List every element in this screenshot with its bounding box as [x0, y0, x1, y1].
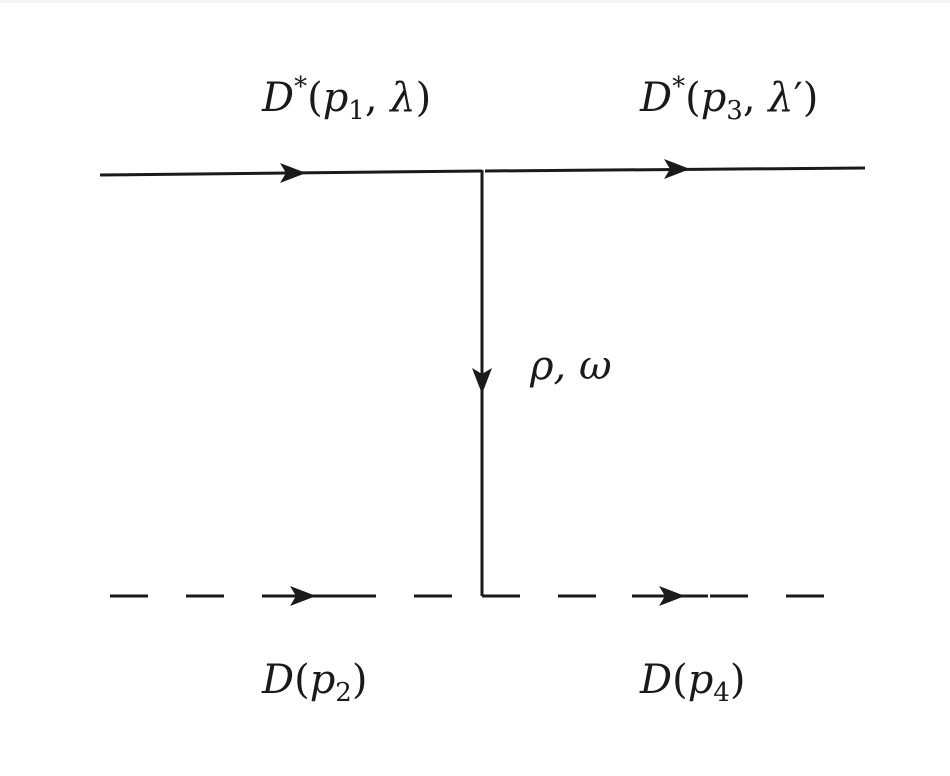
- particle-symbol: D: [262, 75, 295, 121]
- paren-open: (: [307, 75, 323, 121]
- label-outgoing-dstar: D*(p3, λ′): [640, 74, 818, 124]
- momentum-index: 4: [713, 678, 730, 708]
- paren-close: ): [802, 75, 819, 121]
- paren-close: ): [729, 657, 746, 703]
- particle-symbol: D: [262, 657, 295, 703]
- helicity-symbol: λ: [768, 75, 794, 121]
- momentum-index: 2: [335, 678, 352, 708]
- momentum-symbol: p: [700, 75, 727, 121]
- label-outgoing-d: D(p4): [640, 660, 745, 706]
- label-exchange-mesons: ρ, ω: [530, 346, 612, 386]
- momentum-index: 3: [726, 96, 743, 126]
- incoming-dstar-line: [99, 163, 483, 183]
- paren-open: (: [672, 657, 688, 703]
- momentum-symbol: p: [322, 75, 349, 121]
- separator: ,: [364, 75, 391, 121]
- helicity-symbol: λ: [390, 75, 416, 121]
- arrow-right-icon: [290, 586, 316, 606]
- outgoing-dstar-line: [484, 159, 866, 179]
- label-incoming-d: D(p2): [262, 660, 367, 706]
- momentum-index: 1: [348, 96, 365, 126]
- arrow-right-icon: [280, 163, 306, 183]
- arrow-down-icon: [472, 368, 492, 394]
- arrow-right-icon: [664, 159, 690, 179]
- paren-close: ): [415, 75, 432, 121]
- particle-symbol: D: [640, 75, 673, 121]
- particle-symbol: D: [640, 657, 673, 703]
- paren-open: (: [294, 657, 310, 703]
- arrow-right-icon: [659, 586, 685, 606]
- bottom-dashed-lines: [110, 586, 862, 606]
- paren-open: (: [685, 75, 701, 121]
- top-edge-band: [0, 0, 950, 3]
- momentum-symbol: p: [687, 657, 714, 703]
- momentum-symbol: p: [309, 657, 336, 703]
- paren-close: ): [351, 657, 368, 703]
- exchange-propagator-line: [472, 170, 492, 596]
- exchange-text: ρ, ω: [530, 343, 612, 389]
- separator: ,: [742, 75, 769, 121]
- star-superscript: *: [294, 72, 308, 102]
- label-incoming-dstar: D*(p1, λ): [262, 74, 431, 124]
- prime-mark: ′: [793, 75, 803, 121]
- star-superscript: *: [672, 72, 686, 102]
